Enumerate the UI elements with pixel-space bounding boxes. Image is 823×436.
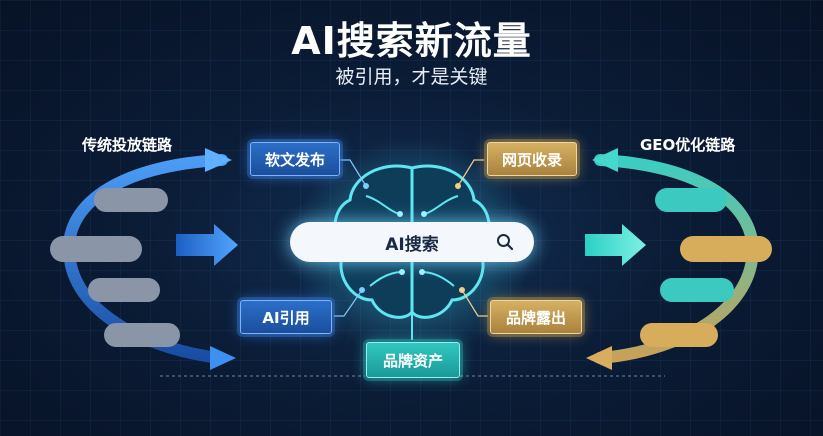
right-main-arrow: [585, 224, 646, 266]
page-title: AI搜索新流量: [291, 19, 532, 63]
node-web-index: 网页收录: [487, 142, 577, 176]
left-pill-2: [50, 236, 142, 262]
node-brand-exposure: 品牌露出: [490, 300, 582, 334]
right-pill-4: [640, 323, 718, 347]
node-brand-asset: 品牌资产: [366, 342, 460, 378]
right-pill-1: [655, 188, 727, 212]
connector-soft-article: [340, 159, 367, 187]
search-icon[interactable]: [496, 233, 514, 251]
left-pill-1: [94, 188, 168, 212]
connector-brand-exposure: [461, 289, 488, 317]
ai-search-bar[interactable]: AI搜索: [290, 222, 534, 262]
connector-ai-citation: [334, 289, 363, 317]
right-pill-3: [660, 278, 734, 302]
right-pill-2: [680, 236, 772, 262]
right-bottom-arrowhead: [586, 346, 612, 370]
left-bottom-arrowhead: [210, 346, 236, 370]
ai-search-label: AI搜索: [385, 234, 439, 255]
left-top-arrowhead: [205, 148, 232, 172]
left-pill-4: [104, 323, 180, 347]
left-main-arrow: [176, 224, 238, 266]
node-ai-citation: AI引用: [240, 300, 332, 334]
connector-web-index: [457, 159, 484, 187]
page-subtitle: 被引用，才是关键: [335, 66, 488, 88]
node-soft-article: 软文发布: [250, 142, 340, 176]
left-chain-label: 传统投放链路: [82, 136, 173, 154]
right-top-arrowhead: [592, 148, 618, 172]
left-pill-3: [88, 278, 160, 302]
right-chain-label: GEO优化链路: [640, 136, 736, 154]
